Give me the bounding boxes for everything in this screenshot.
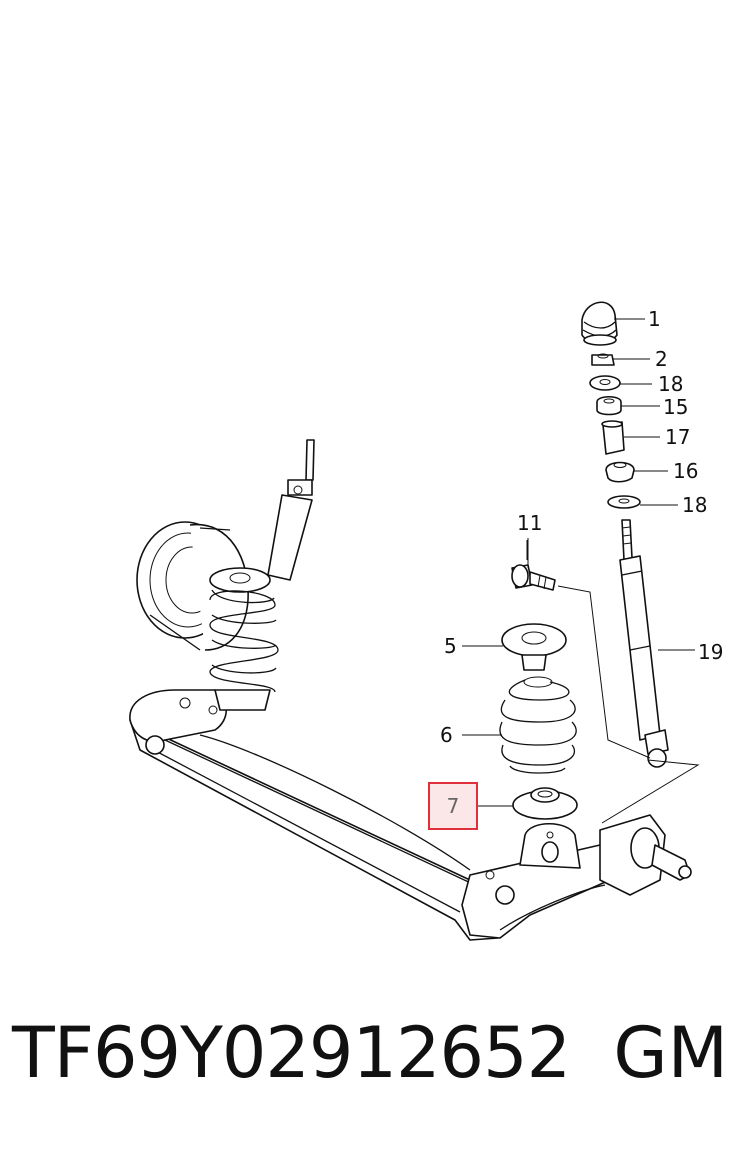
part-19-shock-absorber [619,519,669,768]
part-1-bump-stop [581,301,618,346]
footer: TF69Y02912652 GM [12,1012,728,1102]
callout-labels: 1 2 18 15 17 16 18 11 5 19 6 [440,307,723,747]
leader-lines [462,318,695,807]
part-11-bolt [511,564,556,591]
callout-17: 17 [665,425,690,449]
part-15-bushing [596,395,622,416]
right-pivot-mount [599,814,692,896]
part-16-bushing [605,461,635,483]
callout-11: 11 [517,511,542,535]
callout-16: 16 [673,459,698,483]
part-5-upper-spring-seat [501,623,567,671]
left-coil-spring [209,567,279,711]
brand-name: GM [613,1012,728,1094]
left-shock-absorber [267,439,315,581]
callout-19: 19 [698,640,723,664]
callout-5: 5 [444,634,457,658]
callout-15: 15 [663,395,688,419]
part-18-washer-lower [607,495,641,509]
callout-2: 2 [655,347,668,371]
callout-6: 6 [440,723,453,747]
part-17-sleeve [601,420,625,455]
assembly-guide-lines [526,540,700,824]
callout-18-upper: 18 [658,372,683,396]
spring-seat-bracket [519,823,581,869]
highlighted-callout-7[interactable]: 7 [428,782,478,830]
callout-18-lower: 18 [682,493,707,517]
part-6-coil-spring [499,676,577,774]
part-number: TF69Y02912652 [12,1012,571,1094]
part-18-washer-upper [589,375,621,391]
part-7-spring-pad [512,787,578,820]
callout-7-label: 7 [446,794,460,818]
callout-1: 1 [648,307,661,331]
part-2-nut [591,353,615,366]
